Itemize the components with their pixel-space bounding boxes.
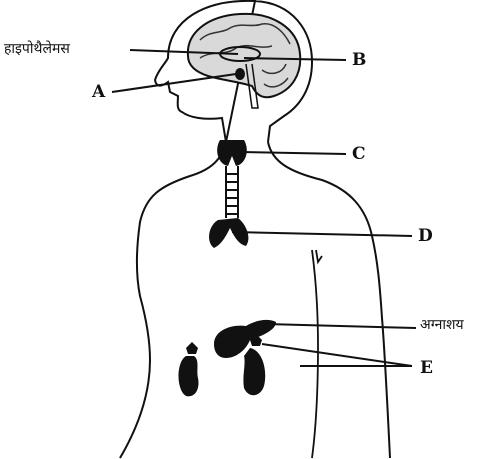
leader-line-pancreas [266, 324, 416, 328]
label-pancreas: अग्नाशय [420, 318, 464, 332]
leader-line-c [240, 152, 346, 154]
kidney-left [179, 356, 199, 396]
trachea [226, 166, 238, 218]
kidney-right [243, 348, 265, 395]
label-hypothalamus: हाइपोथैलेमस [4, 42, 70, 56]
label-d: D [418, 228, 433, 245]
label-c: C [352, 146, 366, 163]
leader-line-d [232, 232, 412, 236]
pancreas [214, 320, 276, 358]
label-e: E [420, 360, 433, 377]
pituitary-gland [235, 68, 245, 80]
adrenal-gland-left [186, 342, 198, 354]
torso-left-outline [120, 142, 226, 458]
label-a: A [92, 84, 105, 101]
leader-line-e-upper [262, 344, 412, 366]
torso-right-outline [268, 142, 390, 458]
label-b: B [352, 52, 366, 69]
right-arm-outline [312, 250, 322, 458]
leader-line-a [112, 74, 236, 92]
